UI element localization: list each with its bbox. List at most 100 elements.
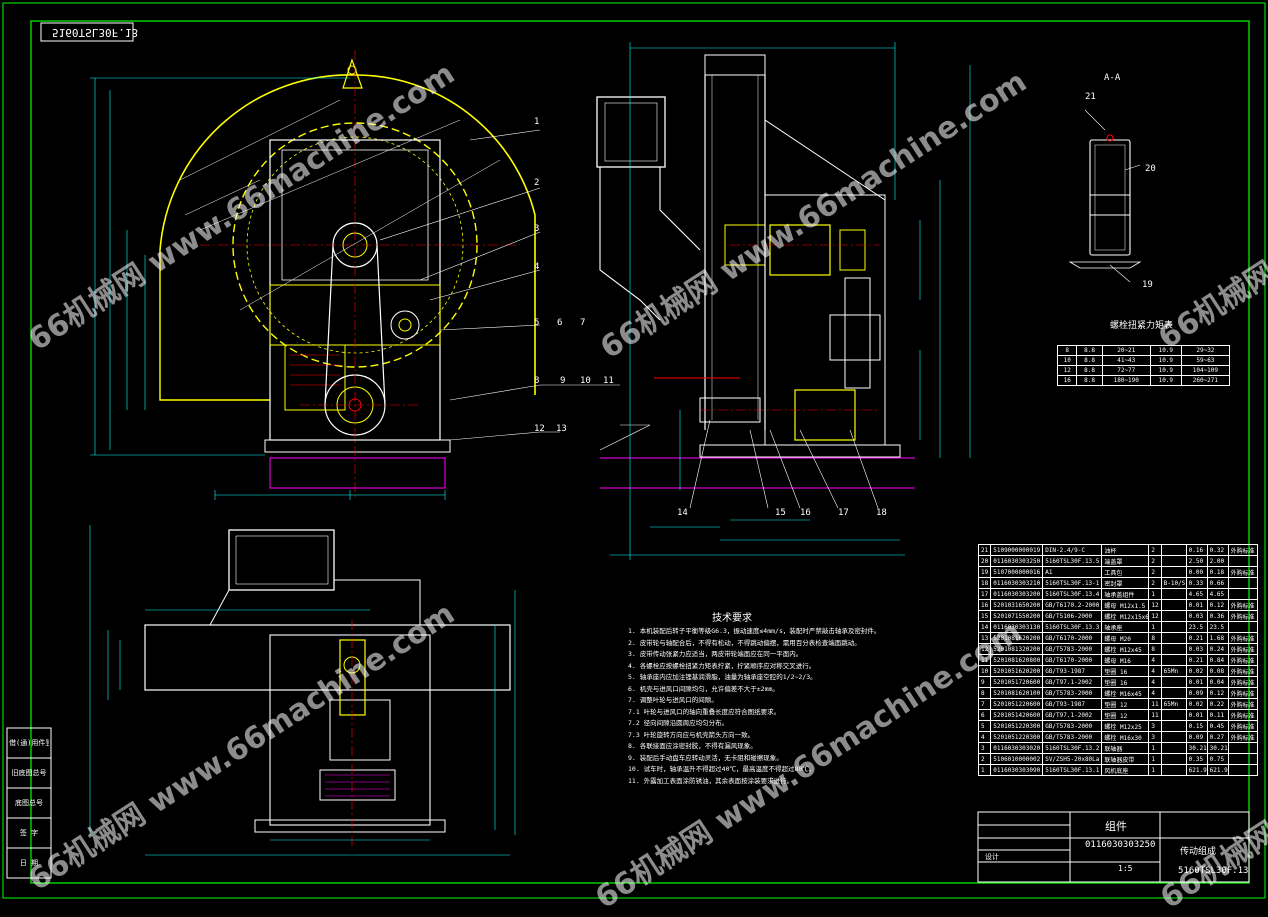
- front-view: [90, 50, 620, 500]
- bom-cell: 0.03: [1185, 610, 1208, 622]
- balloon-21: 21: [1085, 92, 1096, 102]
- balloon-8: 8: [534, 376, 540, 386]
- bom-cell: 12: [977, 643, 992, 655]
- bom-cell: 外购标准: [1227, 643, 1258, 655]
- mirrored-code-box: [40, 22, 134, 42]
- bom-cell: GB/T6170-2000: [1042, 632, 1103, 644]
- bom-cell: [1160, 588, 1187, 600]
- bolt-cell: 72~77: [1101, 365, 1151, 376]
- bom-cell: 轴承座: [1101, 621, 1150, 633]
- bom-cell: 5201051720600: [990, 676, 1044, 688]
- bom-cell: GB/T97.1-2002: [1042, 709, 1103, 721]
- left-strip-label: 签 字: [19, 829, 39, 837]
- bom-cell: 14: [977, 621, 992, 633]
- bom-cell: 1: [1148, 764, 1162, 776]
- bom-cell: 联轴器皮带: [1101, 753, 1150, 765]
- bom-cell: [1227, 742, 1258, 754]
- bom-cell: 11: [1148, 709, 1162, 721]
- bom-cell: 0.24: [1206, 643, 1229, 655]
- bom-cell: GB/T6170.2-2000: [1042, 599, 1103, 611]
- bom-cell: 5160TSL30F.13.1: [1042, 764, 1103, 776]
- bom-cell: 3: [977, 742, 992, 754]
- bom-cell: 外购标准: [1227, 687, 1258, 699]
- bom-cell: 垫圈 12: [1101, 698, 1150, 710]
- bom-cell: 65Mn: [1160, 698, 1187, 710]
- bom-cell: 工具包: [1101, 566, 1150, 578]
- bom-cell: [1227, 577, 1258, 589]
- bom-cell: 5160TSL30F.13-1: [1042, 577, 1103, 589]
- bom-cell: 外购标准: [1227, 698, 1258, 710]
- bom-cell: 4: [1148, 676, 1162, 688]
- bolt-cell: 10.9: [1149, 365, 1182, 376]
- bom-cell: 5201051220300: [990, 720, 1044, 732]
- balloon-13: 13: [556, 424, 567, 434]
- bom-cell: 0116030303250: [990, 555, 1044, 567]
- bom-cell: 11: [977, 654, 992, 666]
- bom-cell: 5107000000016: [990, 566, 1044, 578]
- title-name: 组件: [1105, 820, 1127, 833]
- bom-cell: 0116030303200: [990, 588, 1044, 600]
- bom-cell: 10: [977, 665, 992, 677]
- bom-cell: 5201031650200: [990, 599, 1044, 611]
- bom-cell: 5201051220300: [990, 731, 1044, 743]
- balloon-16: 16: [800, 508, 811, 518]
- bom-cell: 外购标准: [1227, 566, 1258, 578]
- tech-note: 9. 装配后手动盘车应转动灵活，无卡阻和碰擦现象。: [628, 753, 783, 762]
- balloon-11: 11: [603, 376, 614, 386]
- bom-cell: 0.11: [1206, 709, 1229, 721]
- bom-cell: [1160, 720, 1187, 732]
- bolt-cell: 10.9: [1149, 375, 1182, 386]
- bom-cell: DIN-2.4/9-C: [1042, 544, 1103, 556]
- bom-cell: 5201081620200: [990, 632, 1044, 644]
- bom-cell: [1160, 555, 1187, 567]
- balloon-2: 2: [534, 178, 540, 188]
- bom-cell: 0.66: [1206, 577, 1229, 589]
- balloon-9: 9: [560, 376, 566, 386]
- bom-cell: [1160, 709, 1187, 721]
- left-strip-label: 旧底图总号: [11, 769, 47, 777]
- balloon-14: 14: [677, 508, 688, 518]
- bom-cell: 19: [977, 566, 992, 578]
- balloon-19: 19: [1142, 280, 1153, 290]
- balloon-15: 15: [775, 508, 786, 518]
- bom-cell: 0.02: [1185, 665, 1208, 677]
- balloon-4: 4: [534, 262, 540, 272]
- bom-cell: 12: [1148, 599, 1162, 611]
- bom-cell: [1160, 610, 1187, 622]
- bom-cell: 外购标准: [1227, 610, 1258, 622]
- bom-cell: 2: [1148, 555, 1162, 567]
- bom-cell: [1160, 566, 1187, 578]
- title-scale: 1:5: [1118, 864, 1133, 873]
- bom-cell: 外购标准: [1227, 709, 1258, 721]
- bom-cell: 23.5: [1185, 621, 1208, 633]
- bom-cell: GB/T93-1987: [1042, 698, 1103, 710]
- bom-cell: 密封罩: [1101, 577, 1150, 589]
- bom-cell: 11: [1148, 698, 1162, 710]
- left-strip-frame: [6, 727, 52, 879]
- bom-cell: [1160, 544, 1187, 556]
- bom-cell: 螺栓 M12x45: [1101, 643, 1150, 655]
- bom-cell: GB/T5783-2000: [1042, 720, 1103, 732]
- title-drawing-no: 5160TSL30F.13: [1178, 866, 1249, 876]
- balloon-10: 10: [580, 376, 591, 386]
- bolt-cell: 10.9: [1149, 345, 1182, 356]
- bom-cell: 0.33: [1185, 577, 1208, 589]
- balloon-3: 3: [534, 224, 540, 234]
- bom-cell: 外购标准: [1227, 599, 1258, 611]
- bolt-cell: 12: [1056, 365, 1078, 376]
- bom-cell: 9: [977, 676, 992, 688]
- bom-cell: 0.36: [1206, 610, 1229, 622]
